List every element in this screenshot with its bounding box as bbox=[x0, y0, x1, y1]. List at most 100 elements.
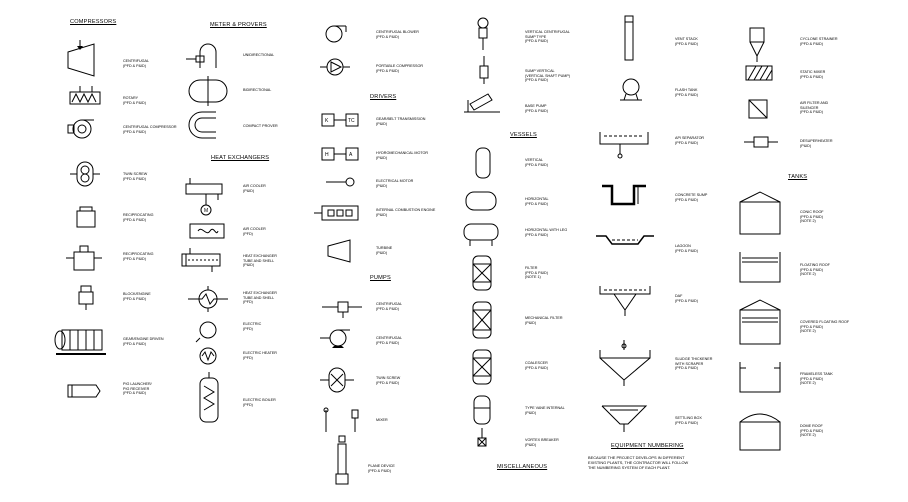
label-electric: ELECTRIC (PFD) bbox=[243, 322, 262, 331]
label-heat-exchanger-pid: HEAT EXCHANGER TUBE AND SHELL (P&ID) bbox=[243, 254, 277, 268]
vertical-sump-pump-icon bbox=[470, 16, 496, 50]
base-pump-icon bbox=[462, 90, 502, 114]
label-flash-tank: FLASH TANK (PFD & P&ID) bbox=[675, 88, 698, 97]
api-separator-icon bbox=[594, 124, 654, 160]
frameless-tank-icon bbox=[736, 360, 784, 394]
header-vessels: VESSELS bbox=[510, 132, 537, 138]
label-frameless-tank: FRAMELESS TANK (PFD & P&ID) (NOTE 2) bbox=[800, 372, 833, 386]
label-centrifugal-compressor: CENTRIFUGAL (PFD & P&ID) bbox=[123, 59, 150, 68]
static-mixer-icon bbox=[742, 64, 776, 82]
rotary-compressor-icon bbox=[68, 86, 102, 106]
air-cooler-pid-icon: M bbox=[182, 172, 228, 216]
turbine-icon bbox=[326, 238, 352, 264]
label-vent-stack: VENT STACK (PFD & P&ID) bbox=[675, 37, 698, 46]
filter-vessel-icon bbox=[470, 254, 494, 292]
svg-text:TC: TC bbox=[348, 118, 355, 124]
label-twin-screw-pump: TWIN SCREW (PFD & P&ID) bbox=[376, 376, 401, 385]
mechanical-filter-icon bbox=[470, 300, 494, 340]
label-turbine: TURBINE (P&ID) bbox=[376, 246, 393, 255]
electric-heater-2-icon bbox=[196, 346, 220, 366]
label-horizontal-vessel-leg: HORIZONTAL WITH LEG (PFD & P&ID) bbox=[525, 228, 568, 237]
label-air-cooler-pfd: AIR COOLER (PFD) bbox=[243, 227, 266, 236]
label-air-filter-silencer: AIR FILTER AND SILENCER (PFD & P&ID) bbox=[800, 101, 829, 115]
label-horizontal-vessel: HORIZONTAL (PFD & P&ID) bbox=[525, 197, 549, 206]
svg-text:H: H bbox=[325, 152, 329, 158]
vertical-vessel-icon bbox=[474, 146, 492, 180]
label-compact-prover: COMPACT PROVER bbox=[243, 124, 278, 128]
horizontal-vessel-icon bbox=[464, 190, 498, 212]
dome-roof-tank-icon bbox=[736, 408, 784, 452]
centrifugal-pump-2-icon bbox=[320, 326, 354, 348]
header-pumps: PUMPS bbox=[370, 275, 391, 281]
label-settling-box: SETTLING BOX (PFD & P&ID) bbox=[675, 416, 702, 425]
label-pig-launcher: PIG LAUNCHER/ PIG RECEIVER (PFD & P&ID) bbox=[123, 382, 152, 396]
svg-text:K: K bbox=[325, 118, 329, 124]
unidirectional-prover-icon bbox=[186, 40, 228, 70]
horizontal-vessel-with-leg-icon bbox=[460, 222, 502, 248]
label-api-separator: API SEPARATOR (PFD & P&ID) bbox=[675, 136, 705, 145]
label-lagoon: LAGOON (PFD & P&ID) bbox=[675, 244, 698, 253]
electrical-motor-icon bbox=[326, 176, 356, 188]
label-centrifugal-pump: CENTRIFUGAL (PFD & P&ID) bbox=[376, 302, 403, 311]
label-sludge-thickener: SLUDGE THICKENER WITH SCRAPER (PFD & P&I… bbox=[675, 357, 713, 371]
electric-heater-icon bbox=[196, 318, 220, 342]
label-air-cooler-pid: AIR COOLER (P&ID) bbox=[243, 184, 266, 193]
heat-exchanger-tube-shell-pfd-icon bbox=[188, 286, 228, 312]
label-reciprocating-compressor-2: RECIPROCATING (PFD & P&ID) bbox=[123, 252, 154, 261]
plane-device-icon bbox=[334, 434, 350, 486]
label-centrifugal-blower: CENTRIFUGAL BLOWER (PFD & P&ID) bbox=[376, 30, 419, 39]
centrifugal-compressor-2-icon bbox=[66, 117, 98, 141]
covered-floating-roof-tank-icon bbox=[736, 298, 784, 346]
lagoon-icon bbox=[592, 232, 658, 248]
floating-roof-tank-icon bbox=[736, 250, 784, 284]
label-conic-roof: CONIC ROOF (PFD & P&ID) (NOTE 2) bbox=[800, 210, 824, 224]
sludge-thickener-icon bbox=[594, 340, 658, 386]
label-cyclone-strainer: CYCLONE STRAINER (PFD & P&ID) bbox=[800, 37, 838, 46]
label-electric-heater: ELECTRIC HEATER (PFD) bbox=[243, 351, 277, 360]
label-centrifugal-pump-2: CENTRIFUGAL (PFD & P&ID) bbox=[376, 336, 403, 345]
label-twin-screw-compressor: TWIN SCREW (PFD & P&ID) bbox=[123, 172, 148, 181]
label-base-pump: BASE PUMP (PFD & P&ID) bbox=[525, 104, 548, 113]
cyclone-strainer-icon bbox=[744, 26, 770, 62]
type-vane-internal-icon bbox=[472, 394, 492, 426]
block-engine-icon bbox=[76, 284, 96, 310]
label-centrifugal-compressor-2: CENTRIFUGAL COMPRESSOR (PFD & P&ID) bbox=[123, 125, 177, 134]
label-bidirectional: BIDIRECTIONAL bbox=[243, 88, 272, 92]
label-reciprocating-compressor: RECIPROCATING (PFD & P&ID) bbox=[123, 213, 154, 222]
header-equipment-numbering: EQUIPMENT NUMBERING bbox=[611, 443, 684, 449]
compact-prover-icon bbox=[186, 110, 228, 140]
svg-text:A: A bbox=[349, 152, 353, 158]
label-filter-vessel: FILTER (PFD & P&ID) (NOTE 1) bbox=[525, 266, 548, 280]
label-hydromechanical-motor: HYDROMECHANICAL MOTOR (P&ID) bbox=[376, 151, 429, 160]
label-vortex-breaker: VORTEX BREAKER (P&ID) bbox=[525, 438, 559, 447]
label-gear-belt-transmission: GEAR/BELT TRANSMISSION (P&ID) bbox=[376, 117, 426, 126]
settling-box-icon bbox=[596, 402, 652, 432]
label-type-vane-internal: TYPE VANE INTERNAL (P&ID) bbox=[525, 406, 565, 415]
reciprocating-compressor-icon bbox=[74, 206, 98, 230]
coalescer-icon bbox=[470, 348, 494, 386]
sump-vertical-shaft-pump-icon bbox=[474, 56, 494, 84]
centrifugal-compressor-icon bbox=[64, 40, 104, 80]
gear-belt-transmission-icon: K TC bbox=[320, 112, 360, 128]
header-meters-provers: METER & PROVERS bbox=[210, 22, 267, 28]
daf-icon bbox=[594, 280, 656, 320]
twin-screw-compressor-icon bbox=[70, 160, 100, 188]
air-filter-silencer-icon bbox=[746, 98, 772, 120]
svg-text:M: M bbox=[204, 208, 208, 214]
reciprocating-compressor-2-icon bbox=[66, 244, 102, 272]
label-mixer: MIXER bbox=[376, 418, 388, 422]
label-electric-boiler: ELECTRIC BOILER (PFD) bbox=[243, 398, 276, 407]
label-vertical-sump-pump: VERTICAL CENTRIFUGAL SUMP TYPE (PFD & P&… bbox=[525, 30, 570, 44]
label-gear-engine-driven: GEAR/ENGINE DRIVEN (PFD & P&ID) bbox=[123, 337, 164, 346]
label-dome-roof: DOME ROOF (PFD & P&ID) (NOTE 2) bbox=[800, 424, 823, 438]
label-block-engine: BLOCK/ENGINE (PFD & P&ID) bbox=[123, 292, 151, 301]
centrifugal-pump-icon bbox=[322, 298, 362, 318]
gear-engine-driven-icon bbox=[50, 326, 110, 356]
label-sump-vertical: SUMP VERTICAL (VERTICAL SHAFT PUMP) (PFD… bbox=[525, 69, 571, 83]
air-cooler-pfd-icon bbox=[186, 222, 228, 240]
header-drivers: DRIVERS bbox=[370, 94, 397, 100]
label-plane-device: PLANE DEVICE (PFD & P&ID) bbox=[368, 464, 395, 473]
label-portable-compressor: PORTABLE COMPRESSOR (PFD & P&ID) bbox=[376, 64, 423, 73]
flash-tank-icon bbox=[618, 76, 644, 102]
label-daf: DAF (PFD & P&ID) bbox=[675, 294, 698, 303]
